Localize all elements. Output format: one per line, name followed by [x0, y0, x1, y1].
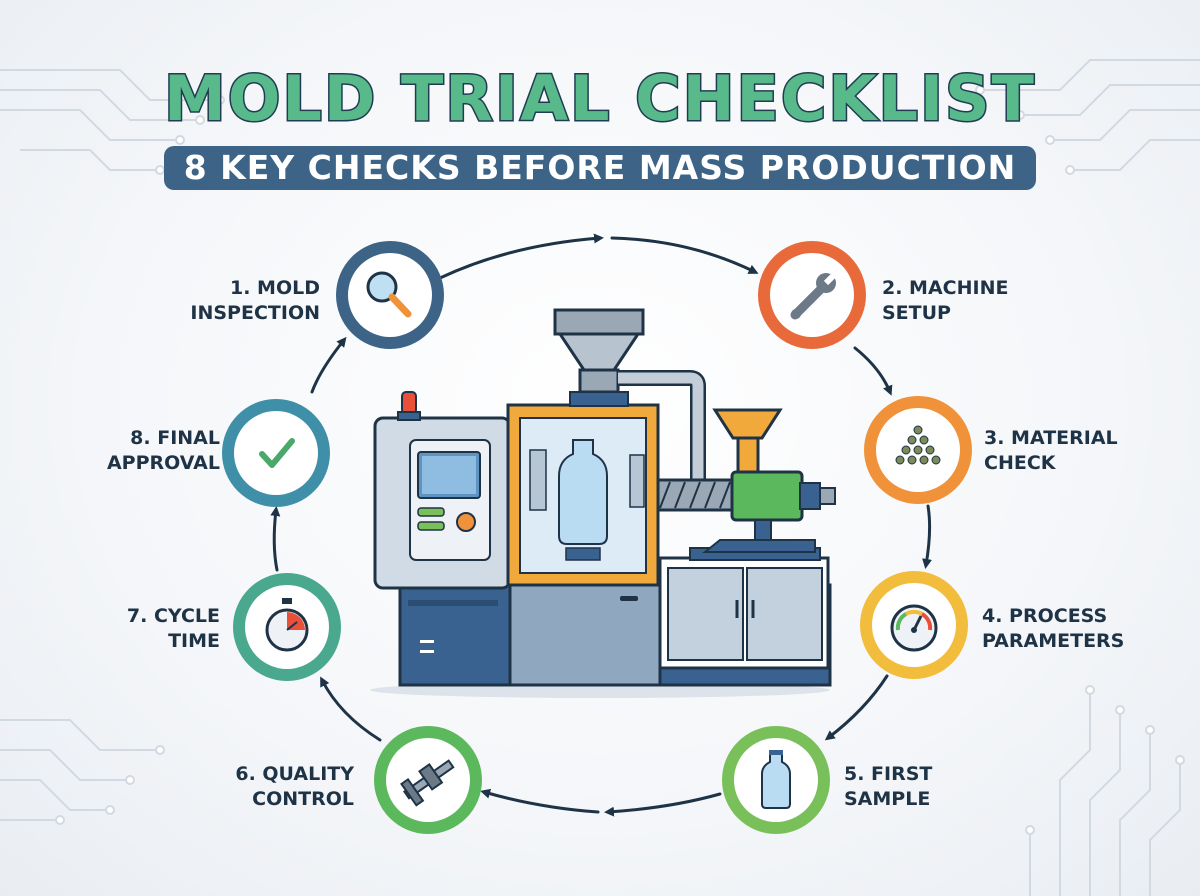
step-8-label: 8. FINAL APPROVAL [0, 426, 220, 476]
step-8-circle [222, 399, 330, 507]
page-title: MOLD TRIAL CHECKLIST [163, 61, 1036, 137]
step-7-subtitle: TIME [168, 630, 220, 652]
step-3-label: 3. MATERIAL CHECK [984, 426, 1200, 476]
page-subtitle: 8 KEY CHECKS BEFORE MASS PRODUCTION [163, 146, 1037, 190]
circuit-decoration-top-right [975, 59, 1200, 175]
stopwatch-icon [265, 598, 309, 652]
step-8-title: 8. FINAL [130, 427, 220, 449]
step-3-title: 3. MATERIAL [984, 427, 1118, 449]
injection-molding-machine [370, 308, 836, 698]
step-2-circle [758, 241, 866, 349]
step-1-title: 1. MOLD [230, 277, 320, 299]
arrow-5-to-6a [604, 792, 722, 817]
step-1-circle [336, 241, 444, 349]
step-7-label: 7. CYCLE TIME [0, 604, 220, 654]
step-1-label: 1. MOLD INSPECTION [100, 276, 320, 326]
circuit-decoration-bottom-left [0, 719, 165, 825]
step-6-subtitle: CONTROL [252, 788, 354, 810]
step-7-circle [233, 573, 341, 681]
step-1-subtitle: INSPECTION [190, 302, 320, 324]
step-3-subtitle: CHECK [984, 452, 1056, 474]
step-3-circle [864, 396, 972, 504]
step-6-title: 6. QUALITY [235, 763, 354, 785]
step-8-subtitle: APPROVAL [106, 452, 220, 474]
wrench-icon [790, 270, 839, 320]
step-2-subtitle: SETUP [882, 302, 951, 324]
circuit-decoration-bottom-right [1025, 685, 1185, 896]
checkmark-icon [259, 438, 295, 468]
arrow-7-to-8 [270, 506, 281, 572]
step-4-label: 4. PROCESS PARAMETERS [982, 604, 1200, 654]
step-7-title: 7. CYCLE [126, 605, 220, 627]
arrow-1-to-2a [438, 233, 604, 280]
step-5-title: 5. FIRST [844, 763, 933, 785]
step-4-title: 4. PROCESS [982, 605, 1108, 627]
arrow-2-to-3 [853, 346, 893, 396]
step-5-circle [722, 726, 830, 834]
step-6-circle [374, 726, 482, 834]
arrow-3-to-4 [922, 504, 932, 569]
step-5-label: 5. FIRST SAMPLE [844, 762, 1064, 812]
step-2-title: 2. MACHINE [882, 277, 1009, 299]
arrow-6-to-7 [320, 676, 382, 742]
step-5-subtitle: SAMPLE [844, 788, 931, 810]
step-2-label: 2. MACHINE SETUP [882, 276, 1102, 326]
arrow-5-to-6b [480, 788, 600, 814]
step-4-subtitle: PARAMETERS [982, 630, 1125, 652]
arrow-1-to-2b [610, 236, 759, 274]
gauge-icon [890, 604, 938, 652]
arrow-4-to-5 [824, 674, 889, 741]
pellets-icon [895, 425, 941, 465]
caliper-icon [400, 759, 455, 807]
arrow-8-to-1 [310, 336, 347, 394]
magnifier-icon [366, 271, 412, 318]
step-4-circle [860, 571, 968, 679]
step-6-label: 6. QUALITY CONTROL [134, 762, 354, 812]
bottle-icon [761, 750, 791, 809]
circuit-decoration-top-left [0, 69, 225, 175]
